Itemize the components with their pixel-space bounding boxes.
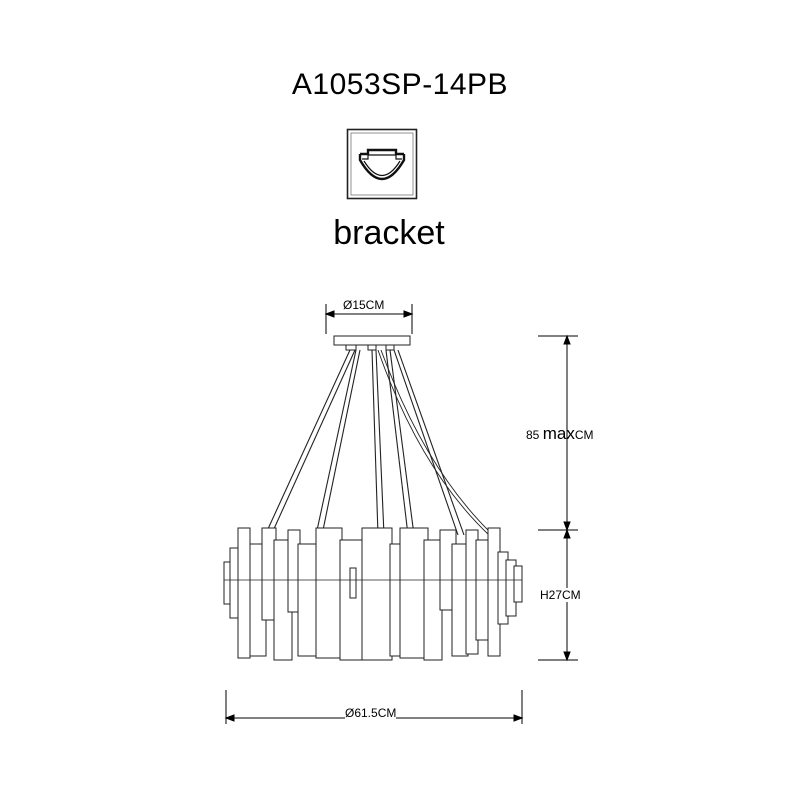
canopy <box>333 335 411 351</box>
canopy-dimension <box>324 304 414 334</box>
suspension-wires <box>261 349 495 543</box>
bracket-label: bracket <box>333 214 445 252</box>
suspension-value: 85 <box>526 428 540 442</box>
canopy-diameter-label: Ø15CM <box>343 298 385 312</box>
suspension-max: max <box>542 424 575 443</box>
height-dimensions <box>538 334 578 662</box>
suspension-unit: CM <box>574 428 594 442</box>
suspension-length-label: 85 maxCM <box>526 424 594 444</box>
bracket-icon <box>346 128 418 200</box>
lamp-body <box>223 527 523 661</box>
model-title: A1053SP-14PB <box>291 68 509 101</box>
body-diameter-label: Ø61.5CM <box>345 706 397 720</box>
body-height-label: H27CM <box>540 588 581 602</box>
